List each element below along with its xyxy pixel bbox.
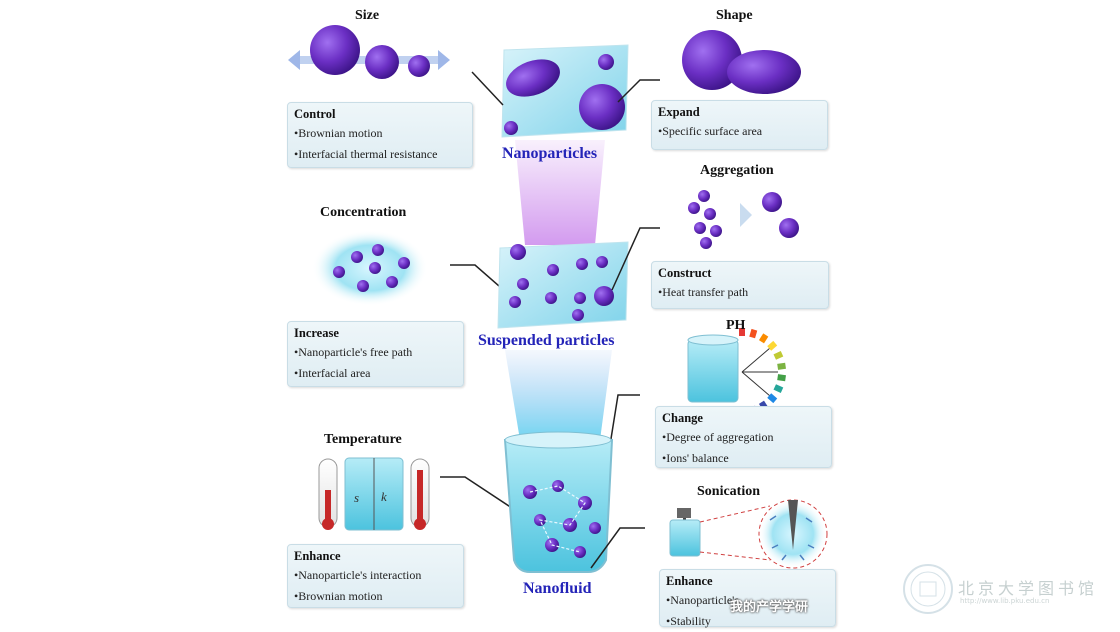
temperature-item: •Nanoparticle's interaction (294, 568, 422, 582)
concentration-item: •Interfacial area (294, 366, 371, 380)
temperature-info-box: Enhance •Nanoparticle's interaction •Bro… (287, 544, 464, 608)
nanofluid-beaker (503, 431, 614, 573)
sonication-item: •Nanoparticle's (666, 593, 740, 607)
temperature-graphic (318, 457, 430, 531)
sonication-item: •Stability (666, 614, 711, 628)
ph-color-swatch (777, 374, 786, 382)
temperature-title: Temperature (324, 432, 402, 447)
size-graphic (288, 25, 450, 79)
light-cone-lower (505, 350, 612, 440)
sonication-info-box: Enhance •Nanoparticle's •Stability (659, 569, 836, 628)
aggregation-item: •Heat transfer path (658, 285, 749, 299)
ph-color-swatch (773, 384, 784, 394)
size-item: •Brownian motion (294, 126, 383, 140)
ph-info-box: Change •Degree of aggregation •Ions' bal… (655, 406, 832, 468)
library-watermark-text: 北京大学图书馆 (958, 579, 1099, 598)
concentration-info-box: Increase •Nanoparticle's free path •Inte… (287, 321, 464, 387)
concentration-item: •Nanoparticle's free path (294, 345, 413, 359)
concentration-heading: Increase (294, 326, 339, 340)
sonication-title: Sonication (697, 484, 761, 499)
ph-color-swatch (739, 328, 745, 336)
nanoparticles-slab (501, 44, 629, 138)
ph-graphic (687, 328, 786, 416)
ph-item: •Degree of aggregation (662, 430, 774, 444)
aggregation-info-box: Construct •Heat transfer path (651, 261, 829, 309)
nanofluid-label: Nanofluid (523, 580, 592, 597)
temperature-item: •Brownian motion (294, 589, 383, 603)
ph-color-swatch (777, 362, 786, 370)
size-heading: Control (294, 107, 336, 121)
sonication-graphic (669, 499, 828, 569)
shape-title: Shape (716, 8, 753, 23)
temperature-heading: Enhance (294, 549, 341, 563)
aggregation-title: Aggregation (700, 163, 774, 178)
ph-color-swatch (758, 333, 769, 344)
watermark-overlay-text: 我的产学学研 (730, 600, 809, 615)
ph-color-swatch (767, 340, 778, 351)
beaker-label-s: s (354, 490, 360, 505)
shape-graphic (682, 30, 801, 94)
shape-info-box: Expand •Specific surface area (651, 100, 828, 150)
concentration-title: Concentration (320, 205, 407, 220)
library-seal (903, 564, 953, 614)
light-cone-upper (515, 140, 605, 245)
library-watermark-url: http://www.lib.pku.edu.cn (960, 597, 1050, 605)
aggregation-heading: Construct (658, 266, 712, 280)
beaker-label-k: k (381, 489, 387, 504)
size-title: Size (355, 8, 380, 23)
aggregation-graphic (688, 190, 799, 249)
concentration-graphic (312, 230, 428, 306)
suspended-particles-label: Suspended particles (478, 332, 615, 349)
ph-title: PH (726, 318, 746, 333)
ph-color-swatch (773, 350, 784, 360)
ph-item: •Ions' balance (662, 451, 729, 465)
shape-heading: Expand (658, 105, 700, 119)
nanoparticles-label: Nanoparticles (502, 145, 598, 162)
suspended-slab (497, 241, 629, 329)
ph-heading: Change (662, 411, 703, 425)
ph-color-swatch (749, 328, 758, 339)
size-item: •Interfacial thermal resistance (294, 147, 438, 161)
size-info-box: Control •Brownian motion •Interfacial th… (287, 102, 473, 168)
shape-item: •Specific surface area (658, 124, 763, 138)
ph-color-swatch (767, 393, 778, 404)
sonication-heading: Enhance (666, 574, 713, 588)
